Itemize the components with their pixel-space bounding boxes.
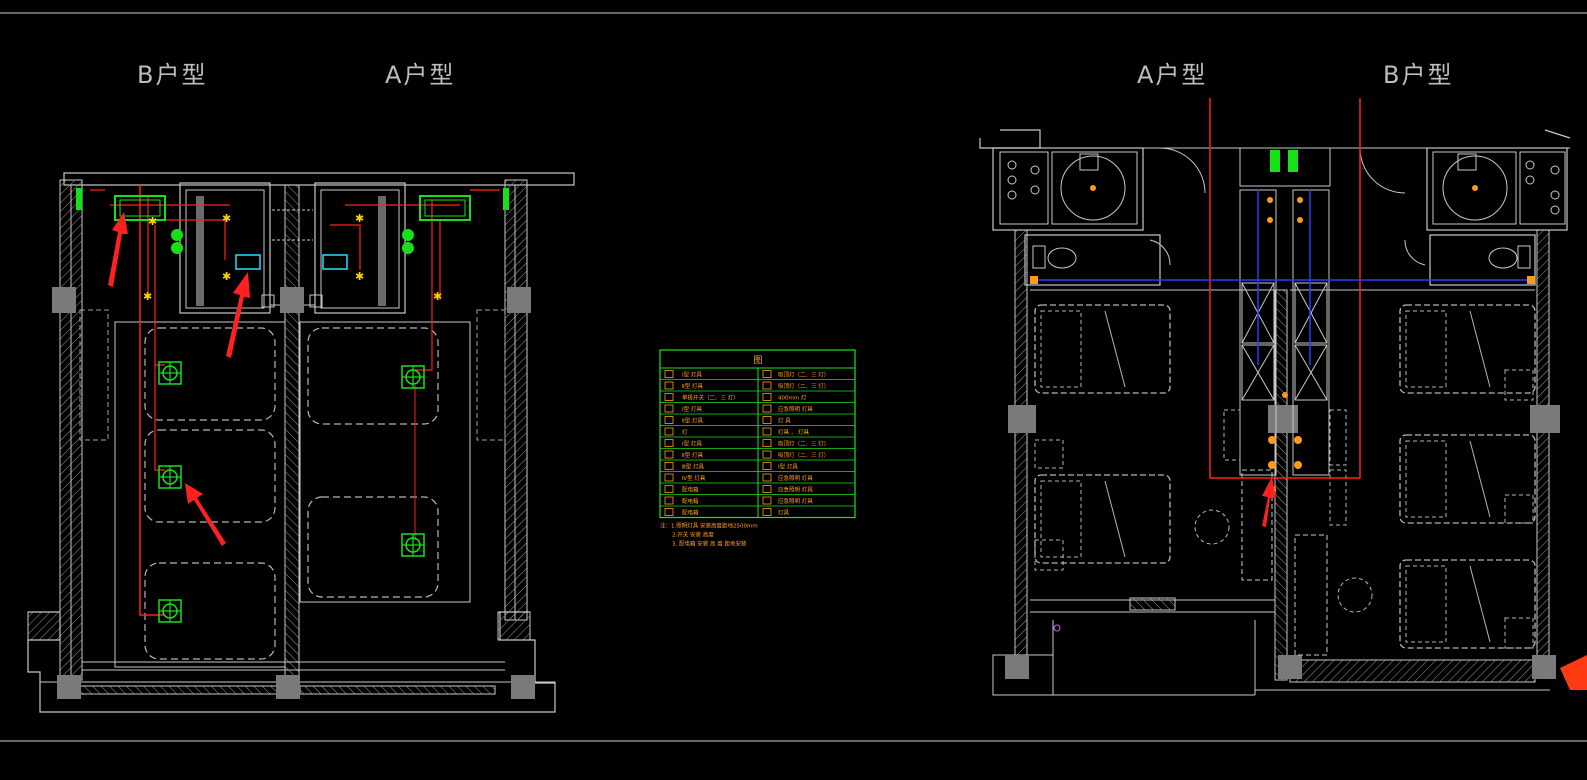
legend-cell: Ⅱ型 灯具 [682,417,703,425]
legend-note: 3. 配电箱 安装 高 度 距地安装 [672,540,747,548]
toilet-icon [1047,247,1077,269]
legend-cell: Ⅱ型 灯具 [682,382,703,390]
door-swing-icon [1359,147,1406,194]
legend-cell: 吸顶灯（二、三 灯） [778,440,829,448]
svg-text:✱: ✱ [222,270,231,283]
legend-cell: Ⅰ型 灯具 [682,440,702,448]
svg-text:✱: ✱ [143,290,152,303]
legend-cell: 应急照明 灯具 [778,405,813,413]
bed-icon [1399,434,1536,524]
legend-cell: 吸顶灯（二、三 灯） [778,371,829,379]
legend-cell: Ⅲ型 灯具 [682,463,705,471]
title-left-b: B户型 [137,61,208,89]
title-right-b: B户型 [1383,61,1454,89]
legend-cell: 灯 具 [778,417,791,425]
legend-cell: 应急照明 灯具 [778,497,813,505]
legend-cell: 配电箱 [682,497,699,505]
legend-cell: 灯具 ， 灯具 [778,428,809,436]
legend-cell: Ⅰ型 灯具 [778,463,798,471]
legend-cell: 吸顶灯（二、三 灯） [778,382,829,390]
lamp-symbol-icon [401,365,425,389]
legend-table: 图Ⅰ型 灯具吸顶灯（二、三 灯）Ⅱ型 灯具吸顶灯（二、三 灯）单极开关（二、三 … [659,349,856,548]
legend-cell: Ⅱ型 灯具 [682,451,703,459]
red-arrow-icon [185,483,226,546]
left-floor-plan: ✱ ✱ ✱ ✱ ✱ ✱ ✱ [27,172,575,713]
lamp-symbol-icon [401,533,425,557]
door-swing-icon [1159,147,1206,194]
legend-cell: 吸顶灯（二、三 灯） [778,451,829,459]
legend-cell: 配电箱 [682,486,699,494]
title-left-a: A户型 [385,61,456,89]
svg-text:✱: ✱ [355,212,364,225]
legend-cell: 灯 [682,428,688,436]
bed-icon [1399,559,1536,649]
legend-cell: Ⅰ型 灯具 [682,405,702,413]
red-arrow-icon [1560,655,1587,690]
svg-text:✱: ✱ [148,215,157,228]
right-floor-plan [979,98,1587,696]
lamp-symbol-icon [158,599,182,623]
title-right-a: A户型 [1137,61,1208,89]
legend-cell: 单极开关（二、三 灯） [682,394,739,402]
legend-header: 图 [754,355,763,366]
legend-cell: 应急照明 灯具 [778,474,813,482]
legend-cell: Ⅰ型 灯具 [682,371,702,379]
red-arrow-icon [226,272,250,358]
toilet-icon [1488,247,1518,269]
red-arrow-icon [1262,477,1276,527]
lamp-symbol-icon [158,465,182,489]
legend-note: 注：1.照明灯具 安装高度距地2500mm [660,522,758,530]
legend-cell: 灯具 [778,509,790,517]
legend-cell: 应急照明 灯具 [778,486,813,494]
bed-icon [1399,304,1536,394]
legend-note: 2.开关 安装 高度 [672,531,714,539]
legend-cell: 400mm 灯 [778,394,807,402]
legend-cell: 配电箱 [682,509,699,517]
svg-text:✱: ✱ [222,212,231,225]
legend-cell: Ⅳ型 灯具 [682,474,706,482]
bed-icon [1034,474,1171,564]
bed-icon [1034,304,1171,394]
svg-text:✱: ✱ [433,290,442,303]
svg-text:✱: ✱ [355,270,364,283]
red-arrow-icon [108,212,128,287]
